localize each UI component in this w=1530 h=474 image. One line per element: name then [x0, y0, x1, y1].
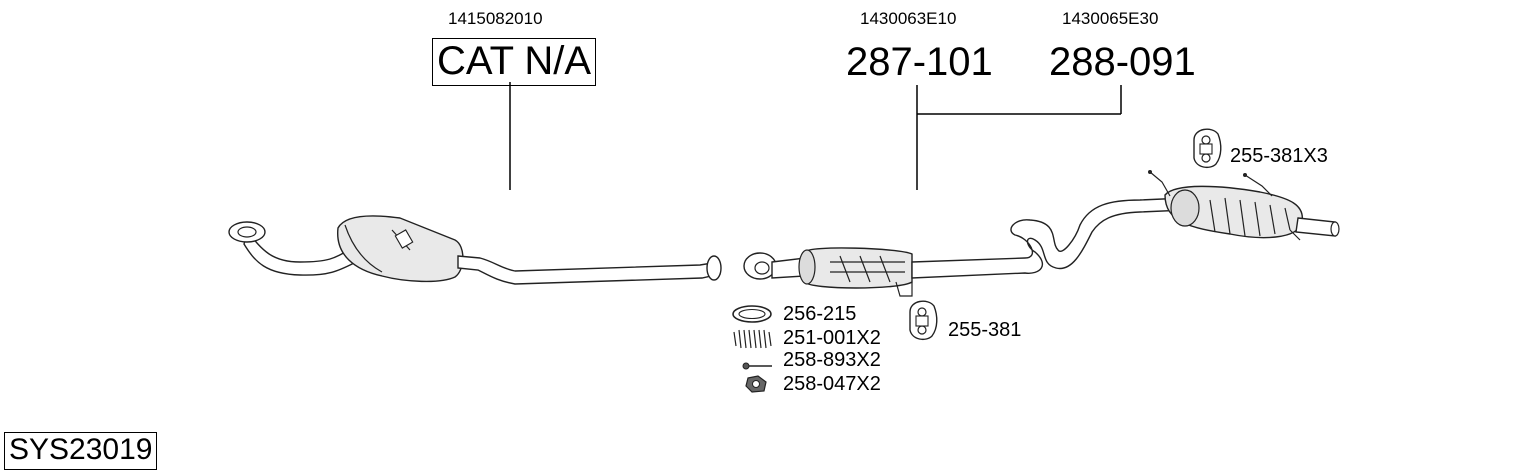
bolt-icon [742, 362, 772, 370]
part-number-cat: CAT N/A [432, 38, 597, 86]
system-code-label: SYS23019 [4, 432, 158, 470]
rubber-hanger-icon [1193, 128, 1222, 169]
spring-icon [733, 329, 772, 349]
oem-number-middle-silencer: 1430063E10 [860, 9, 957, 28]
oem-number-rear-silencer: 1430065E30 [1062, 9, 1159, 28]
rubber-hanger-icon [909, 300, 938, 341]
hanger-label-middle: 255-381 [948, 319, 1022, 341]
accessory-bolt-label: 258-893X2 [783, 349, 881, 371]
part-number-middle-silencer: 287-101 [846, 40, 993, 84]
front-pipe [228, 221, 357, 276]
rear-silencer [1148, 170, 1340, 241]
accessory-nut-label: 258-047X2 [783, 373, 881, 395]
part-number-rear-silencer: 288-091 [1049, 40, 1196, 84]
rear-flange-icon [706, 255, 722, 281]
middle-silencer [743, 247, 913, 297]
front-silencer [337, 215, 464, 283]
hanger-label-rear: 255-381X3 [1230, 145, 1328, 167]
oem-number-cat: 1415082010 [448, 9, 543, 28]
gasket-icon [732, 305, 772, 323]
accessory-gasket-label: 256-215 [783, 303, 857, 325]
intermediate-pipe [457, 255, 721, 285]
accessory-spring-label: 251-001X2 [783, 327, 881, 349]
nut-icon [745, 375, 767, 393]
rear-pipe [911, 197, 1188, 279]
